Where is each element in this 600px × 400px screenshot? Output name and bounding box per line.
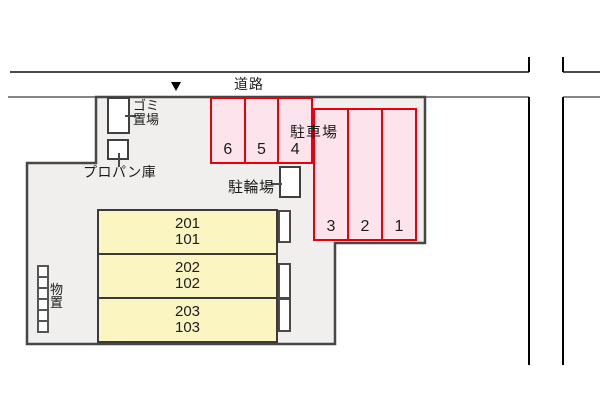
parking-stall-6: 6	[212, 99, 244, 162]
road-label: 道路	[234, 76, 264, 92]
storage-shed-label: 物 置	[50, 283, 63, 309]
stall-number: 1	[394, 218, 404, 235]
parking-stall-5: 5	[243, 99, 278, 162]
shed-cell	[37, 320, 49, 333]
unit-block-1: 201 101	[97, 209, 278, 255]
garbage-label-line2: 置場	[133, 112, 160, 127]
unit-block-2: 202 102	[97, 255, 278, 299]
apartment-building: 201 101 202 102 203 103	[97, 209, 278, 343]
garbage-label-line1: ゴミ	[133, 98, 160, 113]
shed-label-char2: 置	[50, 295, 64, 310]
cross-street-edge-left	[528, 97, 530, 365]
stall-number: 5	[257, 141, 266, 158]
cross-street-stub-right	[562, 57, 564, 72]
bicycle-parking-label: 駐輪場	[228, 179, 275, 196]
bicycle-leader-line	[271, 183, 282, 185]
cross-street-stub-left	[528, 57, 530, 72]
garbage-area-label: ゴミ 置場	[133, 99, 159, 127]
unit-number-lower: 102	[174, 275, 201, 292]
shed-label-char1: 物	[50, 282, 64, 297]
unit-block-3: 203 103	[97, 299, 278, 343]
unit-number-upper: 202	[174, 259, 201, 276]
stall-number: 6	[223, 141, 233, 158]
stall-number: 2	[360, 218, 370, 235]
parking-stall-2: 2	[347, 110, 381, 239]
garbage-leader-line	[125, 115, 136, 117]
cross-street-edge-right	[562, 97, 564, 365]
parking-block-top: 6 5 4	[210, 97, 313, 164]
storage-shed-cells	[37, 265, 49, 333]
unit-number-upper: 203	[174, 303, 201, 320]
parking-block-right: 3 2 1	[313, 108, 417, 241]
propane-storage-label: プロパン庫	[83, 164, 157, 180]
parking-stall-4: 4	[277, 99, 311, 162]
road-top-edge-right	[563, 71, 600, 73]
stall-number: 4	[290, 141, 300, 158]
propane-leader-line	[118, 153, 120, 167]
unit-number-lower: 101	[174, 231, 201, 248]
bicycle-parking-box	[279, 166, 301, 198]
parking-stall-3: 3	[315, 110, 347, 239]
entrance-arrow-icon	[171, 82, 181, 91]
stall-number: 3	[326, 218, 336, 235]
road-bottom-edge-right	[563, 96, 600, 98]
parking-stall-1: 1	[381, 110, 415, 239]
unit-number-lower: 103	[174, 319, 201, 336]
parking-lot-label: 駐車場	[290, 124, 339, 141]
porch-box-2	[278, 263, 291, 299]
porch-box-3	[278, 298, 291, 332]
unit-number-upper: 201	[174, 215, 201, 232]
porch-box-1	[278, 210, 291, 243]
road-top-edge-left	[10, 71, 529, 73]
